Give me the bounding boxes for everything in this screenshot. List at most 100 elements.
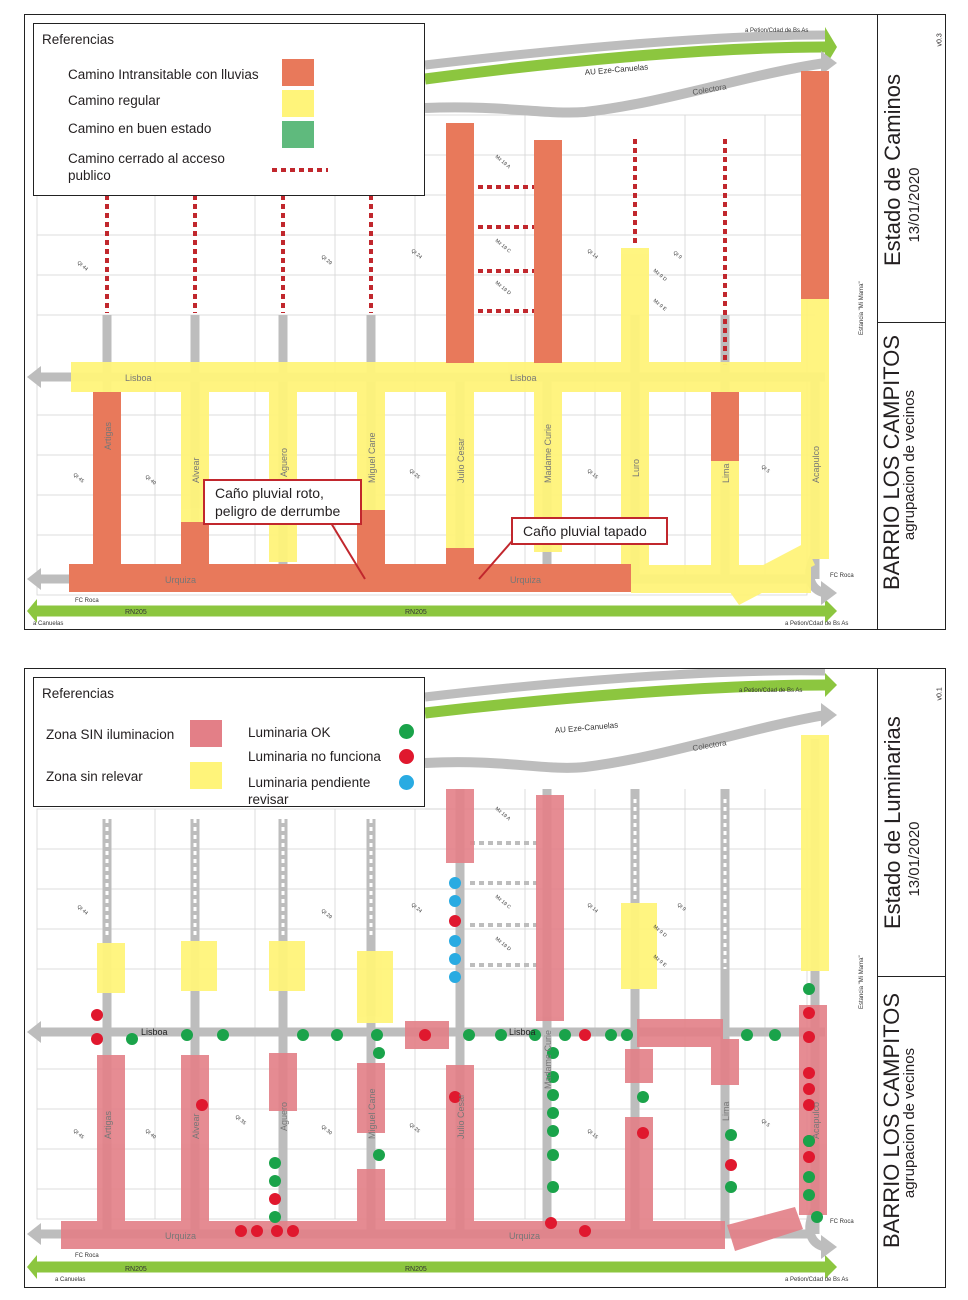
street-miguel-cane: Miguel Cane — [367, 432, 377, 483]
panel-date: 13/01/2020 — [906, 167, 923, 243]
fc-roca-label-2: FC Roca — [830, 1219, 854, 1225]
rn205-label-2: RN205 — [405, 609, 427, 616]
lisboa-label: Lisboa — [125, 373, 152, 383]
street-acapulco: Acapulco — [811, 446, 821, 483]
street-aguero: Aguero — [279, 448, 289, 477]
swatch-sin-relevar — [190, 762, 222, 789]
street-julio-cesar: Julio Cesar — [456, 438, 466, 483]
lot-label: Qt 29 — [320, 908, 333, 921]
street-miguel-cane: Miguel Cane — [367, 1088, 377, 1139]
street-artigas: Artigas — [103, 421, 113, 450]
lot-label: Qt 30 — [320, 1124, 333, 1137]
legend-title: Referencias — [42, 686, 115, 701]
rn205-label-2: RN205 — [405, 1266, 427, 1273]
mz-label: Mz 9 E — [652, 298, 668, 313]
colectora-label: Colectora — [692, 82, 728, 97]
legend-label-luminaria-ok: Luminaria OK — [248, 725, 331, 740]
swatch-sin-iluminacion — [190, 720, 222, 747]
lot-label: Qt 44 — [76, 904, 89, 917]
urquiza-label: Urquiza — [165, 1231, 196, 1241]
street-julio-cesar: Julio Cesar — [456, 1094, 466, 1139]
fc-roca-label: FC Roca — [75, 1253, 99, 1259]
swatch-intransitable — [282, 59, 314, 86]
map-panel-caminos: AU Eze-Canuelas Colectora a Petion/Cdad … — [24, 14, 946, 630]
lisboa-label: Lisboa — [141, 1027, 168, 1037]
lisboa-label-2: Lisboa — [510, 373, 537, 383]
callout-cano-tapado: Caño pluvial tapado — [511, 517, 668, 545]
title-divider — [878, 976, 946, 977]
lot-label: Qt 45 — [72, 1128, 85, 1141]
street-madame-curie: Madame Curie — [543, 1030, 553, 1089]
lot-label: Qt 24 — [410, 248, 423, 261]
highway-label: AU Eze-Canuelas — [554, 720, 618, 735]
base-streets — [39, 739, 825, 1239]
urquiza-label: Urquiza — [165, 575, 196, 585]
map-labels: AU Eze-Canuelas Colectora a Petion/Cdad … — [55, 688, 865, 1283]
canuelas-label: a Canuelas — [33, 621, 63, 627]
legend-label-sin-iluminacion: Zona SIN iluminacion — [46, 727, 175, 742]
swatch-regular — [282, 90, 314, 117]
street-madame-curie: Madame Curie — [543, 424, 553, 483]
lot-label: Qt 25 — [408, 468, 421, 481]
legend-label-pendiente: Luminaria pendiente revisar — [248, 775, 371, 807]
mz-label: Mz 19 D — [494, 280, 512, 297]
lot-label: Qt 5 — [760, 1118, 771, 1129]
closed-roads — [105, 139, 727, 365]
legend-label-intransitable: Camino Intransitable con lluvias — [68, 67, 259, 82]
legend-label-sin-relevar: Zona sin relevar — [46, 769, 143, 784]
street-artigas: Artigas — [103, 1110, 113, 1139]
zones-sin-iluminacion — [61, 789, 827, 1251]
legend-label-cerrado: Camino cerrado al acceso publico — [68, 151, 225, 183]
lighting-map: AU Eze-Canuelas Colectora a Petion/Cdad … — [27, 669, 865, 1283]
base-streets — [39, 315, 825, 584]
legend: Referencias Camino Intransitable con llu… — [33, 23, 425, 196]
zones-sin-relevar — [97, 735, 829, 1023]
mz-label: Mz 19 A — [494, 154, 512, 171]
fc-roca-label-2: FC Roca — [830, 573, 854, 579]
dot-luminaria-ok — [399, 724, 414, 739]
rn205-label: RN205 — [125, 609, 147, 616]
lot-label: Qt 15 — [586, 1128, 599, 1141]
petion-bottom-label: a Petion/Cdad de Bs As — [785, 621, 848, 627]
intransitable-roads — [69, 71, 829, 592]
title-column: v0.1 Estado de Luminarias 13/01/2020 BAR… — [877, 669, 946, 1287]
road-arrows — [27, 703, 837, 1259]
dot-luminaria-pendiente — [399, 775, 414, 790]
title-divider — [878, 322, 946, 323]
version-label: v0.3 — [936, 33, 944, 47]
mz-label: Mz 19 D — [494, 936, 512, 953]
unpaved-marks — [105, 799, 727, 969]
lot-label: Qt 14 — [586, 902, 599, 915]
petion-bottom-label: a Petion/Cdad de Bs As — [785, 1277, 848, 1283]
petion-top-label: a Petion/Cdad de Bs As — [745, 28, 808, 34]
road-arrows — [27, 51, 837, 605]
lot-label: Qt 44 — [76, 260, 89, 273]
street-luro: Luro — [631, 459, 641, 477]
urquiza-label-2: Urquiza — [510, 575, 541, 585]
callout-cano-roto: Caño pluvial roto, peligro de derrumbe — [203, 479, 362, 525]
mz-label: Mz 19 C — [494, 894, 512, 911]
street-acapulco: Acapulco — [811, 1102, 821, 1139]
legend-title: Referencias — [42, 32, 115, 47]
fc-roca-label: FC Roca — [75, 598, 99, 604]
estancia-label: Estancia "Mi Mama" — [859, 955, 865, 1009]
urquiza-label-2: Urquiza — [509, 1231, 540, 1241]
mz-label: Mz 19 C — [494, 238, 512, 255]
luminarias — [91, 877, 823, 1237]
legend-label-no-funciona: Luminaria no funciona — [248, 749, 381, 764]
lot-label: Qt 5 — [760, 464, 771, 475]
lot-label: Qt 29 — [320, 254, 333, 267]
street-lima: Lima — [721, 1101, 731, 1121]
map-panel-luminarias: AU Eze-Canuelas Colectora a Petion/Cdad … — [24, 668, 946, 1288]
petion-top-label: a Petion/Cdad de Bs As — [739, 688, 802, 694]
street-aguero: Aguero — [279, 1102, 289, 1131]
barrio-subtitle: agrupacion de vecinos — [901, 389, 918, 541]
panel-date: 13/01/2020 — [906, 821, 923, 897]
canuelas-label: a Canuelas — [55, 1277, 85, 1283]
street-lima: Lima — [721, 463, 731, 483]
lot-label: Qt 25 — [408, 1122, 421, 1135]
lot-label: Qt 9 — [676, 902, 687, 913]
lot-label: Qt 15 — [586, 468, 599, 481]
lot-label: Qt 14 — [586, 248, 599, 261]
lot-label: Qt 35 — [234, 1114, 247, 1127]
